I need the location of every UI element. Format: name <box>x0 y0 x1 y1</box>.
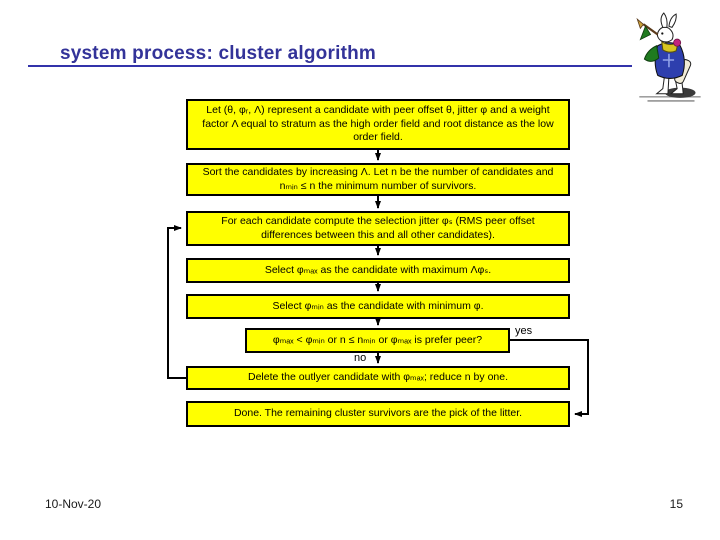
page-title: system process: cluster algorithm <box>60 43 376 64</box>
flow-step-done: Done. The remaining cluster survivors ar… <box>186 401 570 427</box>
slide-date: 10-Nov-20 <box>45 497 102 511</box>
flow-step-compute-selection-jitter: For each candidate compute the selection… <box>186 211 570 246</box>
flow-step-select-min: Select φₘᵢₙ as the candidate with minimu… <box>186 294 570 319</box>
title-underline <box>28 65 632 67</box>
flow-step-select-max: Select φₘₐₓ as the candidate with maximu… <box>186 258 570 283</box>
flow-step-delete-outlyer: Delete the outlyer candidate with φₘₐₓ; … <box>186 366 570 390</box>
branch-label-yes: yes <box>515 325 533 337</box>
flow-step-sort-candidates: Sort the candidates by increasing Λ. Let… <box>186 163 570 196</box>
flow-step-define-candidate: Let (θ, φᵣ, Λ) represent a candidate wit… <box>186 99 570 150</box>
white-rabbit-illustration <box>636 12 701 102</box>
slide-page-number: 15 <box>669 497 683 511</box>
branch-label-no: no <box>354 352 367 364</box>
flow-decision-termination-test: φₘₐₓ < φₘᵢₙ or n ≤ nₘᵢₙ or φₘₐₓ is prefe… <box>245 328 510 353</box>
